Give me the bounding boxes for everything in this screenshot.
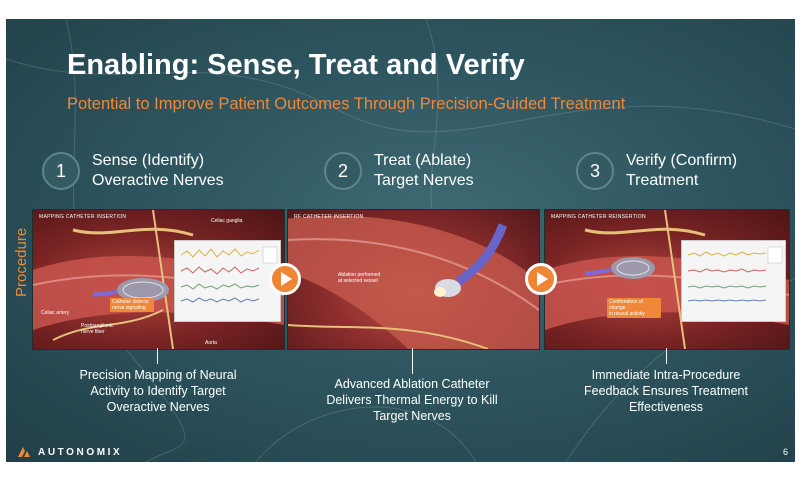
slide: Enabling: Sense, Treat and Verify Potent… xyxy=(6,19,795,462)
label-postganglionic: Postganglionic nerve fiber xyxy=(81,323,114,335)
caption-line: Effectiveness xyxy=(628,400,704,414)
caption-sense: Precision Mapping of Neural Activity to … xyxy=(58,367,258,415)
panel-tag: MAPPING CATHETER REINSERTION xyxy=(551,214,646,220)
neural-signal-graph xyxy=(681,240,786,322)
label-line: nerve fiber xyxy=(81,329,105,335)
slide-subtitle: Potential to Improve Patient Outcomes Th… xyxy=(67,95,626,113)
step-heading-line: Target Nerves xyxy=(374,172,474,189)
step-number-badge: 2 xyxy=(324,152,362,190)
caption-line: Precision Mapping of Neural xyxy=(79,368,237,382)
label-confirmation: Confirmation of change in neural activit… xyxy=(607,298,661,318)
label-line: at selected vessel xyxy=(338,278,378,284)
step-verify: 3 Verify (Confirm) Treatment xyxy=(576,151,737,191)
step-heading-line: Sense (Identify) xyxy=(92,152,205,169)
caption-line: Immediate Intra-Procedure xyxy=(591,368,741,382)
panel-rf-insertion: RF CATHETER INSERTION Ablation performed… xyxy=(287,209,540,350)
step-treat: 2 Treat (Ablate) Target Nerves xyxy=(324,151,474,191)
label-line: Ablation performed xyxy=(338,272,381,278)
autonomix-logo-icon xyxy=(18,447,30,457)
label-ablation: Ablation performed at selected vessel xyxy=(338,272,380,284)
play-arrow-triangle xyxy=(537,272,548,286)
neural-signal-traces xyxy=(180,246,278,303)
label-line: Confirmation of change xyxy=(609,299,643,311)
caption-verify: Immediate Intra-Procedure Feedback Ensur… xyxy=(566,367,766,415)
caption-line: Overactive Nerves xyxy=(106,400,210,414)
step-heading-line: Overactive Nerves xyxy=(92,172,224,189)
panel-tag: MAPPING CATHETER INSERTION xyxy=(39,214,127,220)
panel-mapping-reinsertion: MAPPING CATHETER REINSERTION Confirmatio… xyxy=(544,209,790,350)
procedure-side-label: Procedure xyxy=(13,227,30,297)
caption-connector xyxy=(157,348,158,364)
step-heading-line: Verify (Confirm) xyxy=(626,152,738,169)
label-celiac-ganglia: Celiac ganglia xyxy=(211,218,243,224)
play-arrow-triangle xyxy=(281,272,292,286)
step-heading: Treat (Ablate) Target Nerves xyxy=(374,151,474,191)
step-heading-line: Treatment xyxy=(626,172,699,189)
step-heading: Verify (Confirm) Treatment xyxy=(626,151,737,191)
caption-line: Delivers Thermal Energy to Kill xyxy=(326,393,498,407)
neural-signal-traces xyxy=(687,246,783,302)
caption-line: Feedback Ensures Treatment xyxy=(584,384,748,398)
caption-line: Advanced Ablation Catheter xyxy=(334,377,490,391)
neural-signal-graph xyxy=(174,240,281,322)
caption-line: Activity to Identify Target xyxy=(90,384,226,398)
step-number-badge: 3 xyxy=(576,152,614,190)
logo-wordmark: AUTONOMIX xyxy=(38,446,123,458)
label-celiac-artery: Celiac artery xyxy=(41,310,70,316)
caption-line: Target Nerves xyxy=(373,409,451,423)
play-arrow-icon xyxy=(525,263,557,295)
panel-tag: RF CATHETER INSERTION xyxy=(294,214,364,220)
label-catheter-detects: Catheter detects nerve signaling xyxy=(110,298,154,312)
caption-connector xyxy=(666,348,667,364)
step-number-badge: 1 xyxy=(42,152,80,190)
label-aorta: Aorta xyxy=(205,340,217,346)
caption-treat: Advanced Ablation Catheter Delivers Ther… xyxy=(307,376,517,424)
panel-mapping-insertion: MAPPING CATHETER INSERTION Celiac gangli… xyxy=(32,209,285,350)
step-heading: Sense (Identify) Overactive Nerves xyxy=(92,151,224,191)
label-line: in neural activity xyxy=(609,311,645,317)
autonomix-logo: AUTONOMIX xyxy=(16,444,122,460)
step-sense: 1 Sense (Identify) Overactive Nerves xyxy=(42,151,224,191)
play-arrow-icon xyxy=(269,263,301,295)
page-number: 6 xyxy=(783,447,789,457)
caption-connector xyxy=(412,348,413,374)
step-heading-line: Treat (Ablate) xyxy=(374,152,472,169)
label-line: Postganglionic xyxy=(81,323,114,329)
vessel-illustration xyxy=(288,215,539,349)
slide-title: Enabling: Sense, Treat and Verify xyxy=(67,49,525,81)
